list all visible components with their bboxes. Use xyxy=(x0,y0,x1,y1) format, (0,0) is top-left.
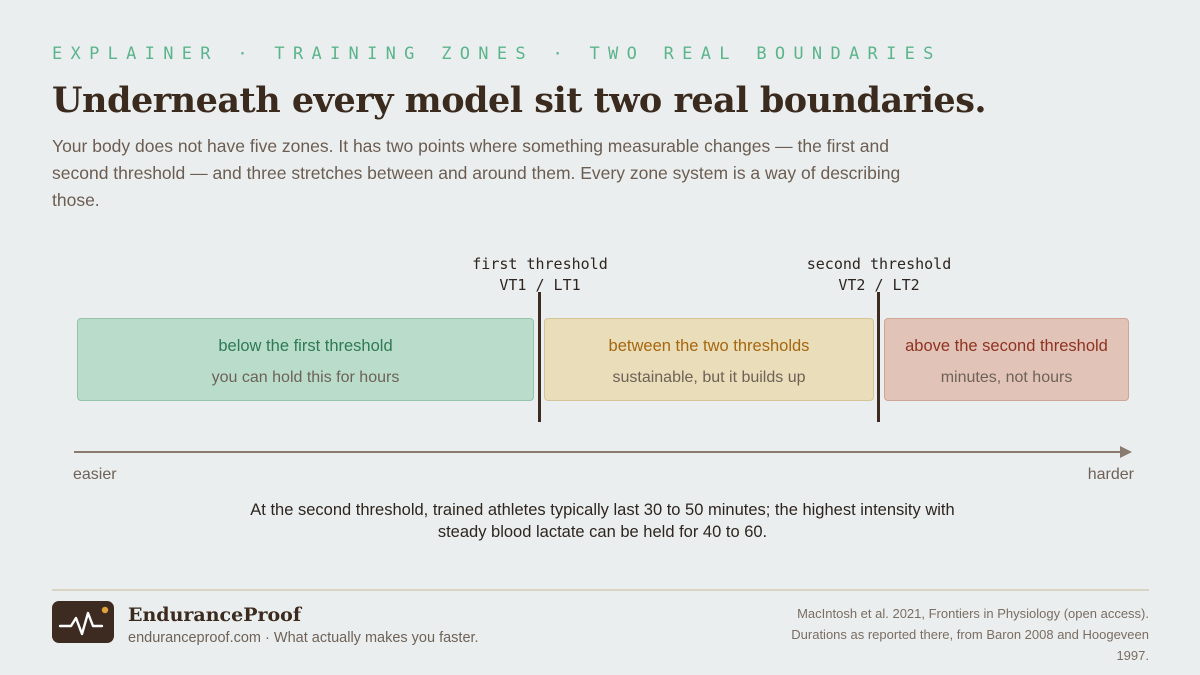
brand-tagline: enduranceproof.com · What actually makes… xyxy=(128,630,479,646)
second-threshold-title: second threshold xyxy=(806,255,952,273)
first-threshold-title: first threshold xyxy=(472,255,608,273)
first-threshold-line xyxy=(538,292,541,422)
duration-note: At the second threshold, trained athlete… xyxy=(250,501,955,541)
eyebrow-label: EXPLAINER · TRAINING ZONES · TWO REAL BO… xyxy=(52,44,942,64)
brand-name: EnduranceProof xyxy=(128,604,302,626)
first-threshold-label: first threshold VT1 / LT1 xyxy=(465,254,615,296)
zone-below-first-threshold: below the first threshold you can hold t… xyxy=(77,318,534,401)
zone-name: above the second threshold xyxy=(905,337,1108,355)
zone-between-thresholds: between the two thresholds sustainable, … xyxy=(544,318,874,401)
zone-description: minutes, not hours xyxy=(940,369,1073,386)
second-threshold-abbrev: VT2 / LT2 xyxy=(838,276,920,294)
zone-name: between the two thresholds xyxy=(608,337,810,355)
zone-description: you can hold this for hours xyxy=(211,369,400,386)
page-title: Underneath every model sit two real boun… xyxy=(52,80,987,121)
heartbeat-pulse-icon xyxy=(52,601,114,643)
arrow-right-icon xyxy=(1120,446,1132,458)
axis-start-label: easier xyxy=(73,466,117,483)
first-threshold-abbrev: VT1 / LT1 xyxy=(499,276,581,294)
second-threshold-label: second threshold VT2 / LT2 xyxy=(799,254,959,296)
zone-name: below the first threshold xyxy=(218,337,393,355)
zone-above-second-threshold: above the second threshold minutes, not … xyxy=(884,318,1129,401)
intro-paragraph: Your body does not have five zones. It h… xyxy=(52,136,901,210)
zone-description: sustainable, but it builds up xyxy=(612,369,806,386)
footer-divider xyxy=(52,589,1149,591)
intensity-axis-line xyxy=(74,451,1124,453)
source-citation: MacIntosh et al. 2021, Frontiers in Phys… xyxy=(791,606,1149,663)
axis-end-label: harder xyxy=(1087,466,1134,483)
second-threshold-line xyxy=(877,292,880,422)
